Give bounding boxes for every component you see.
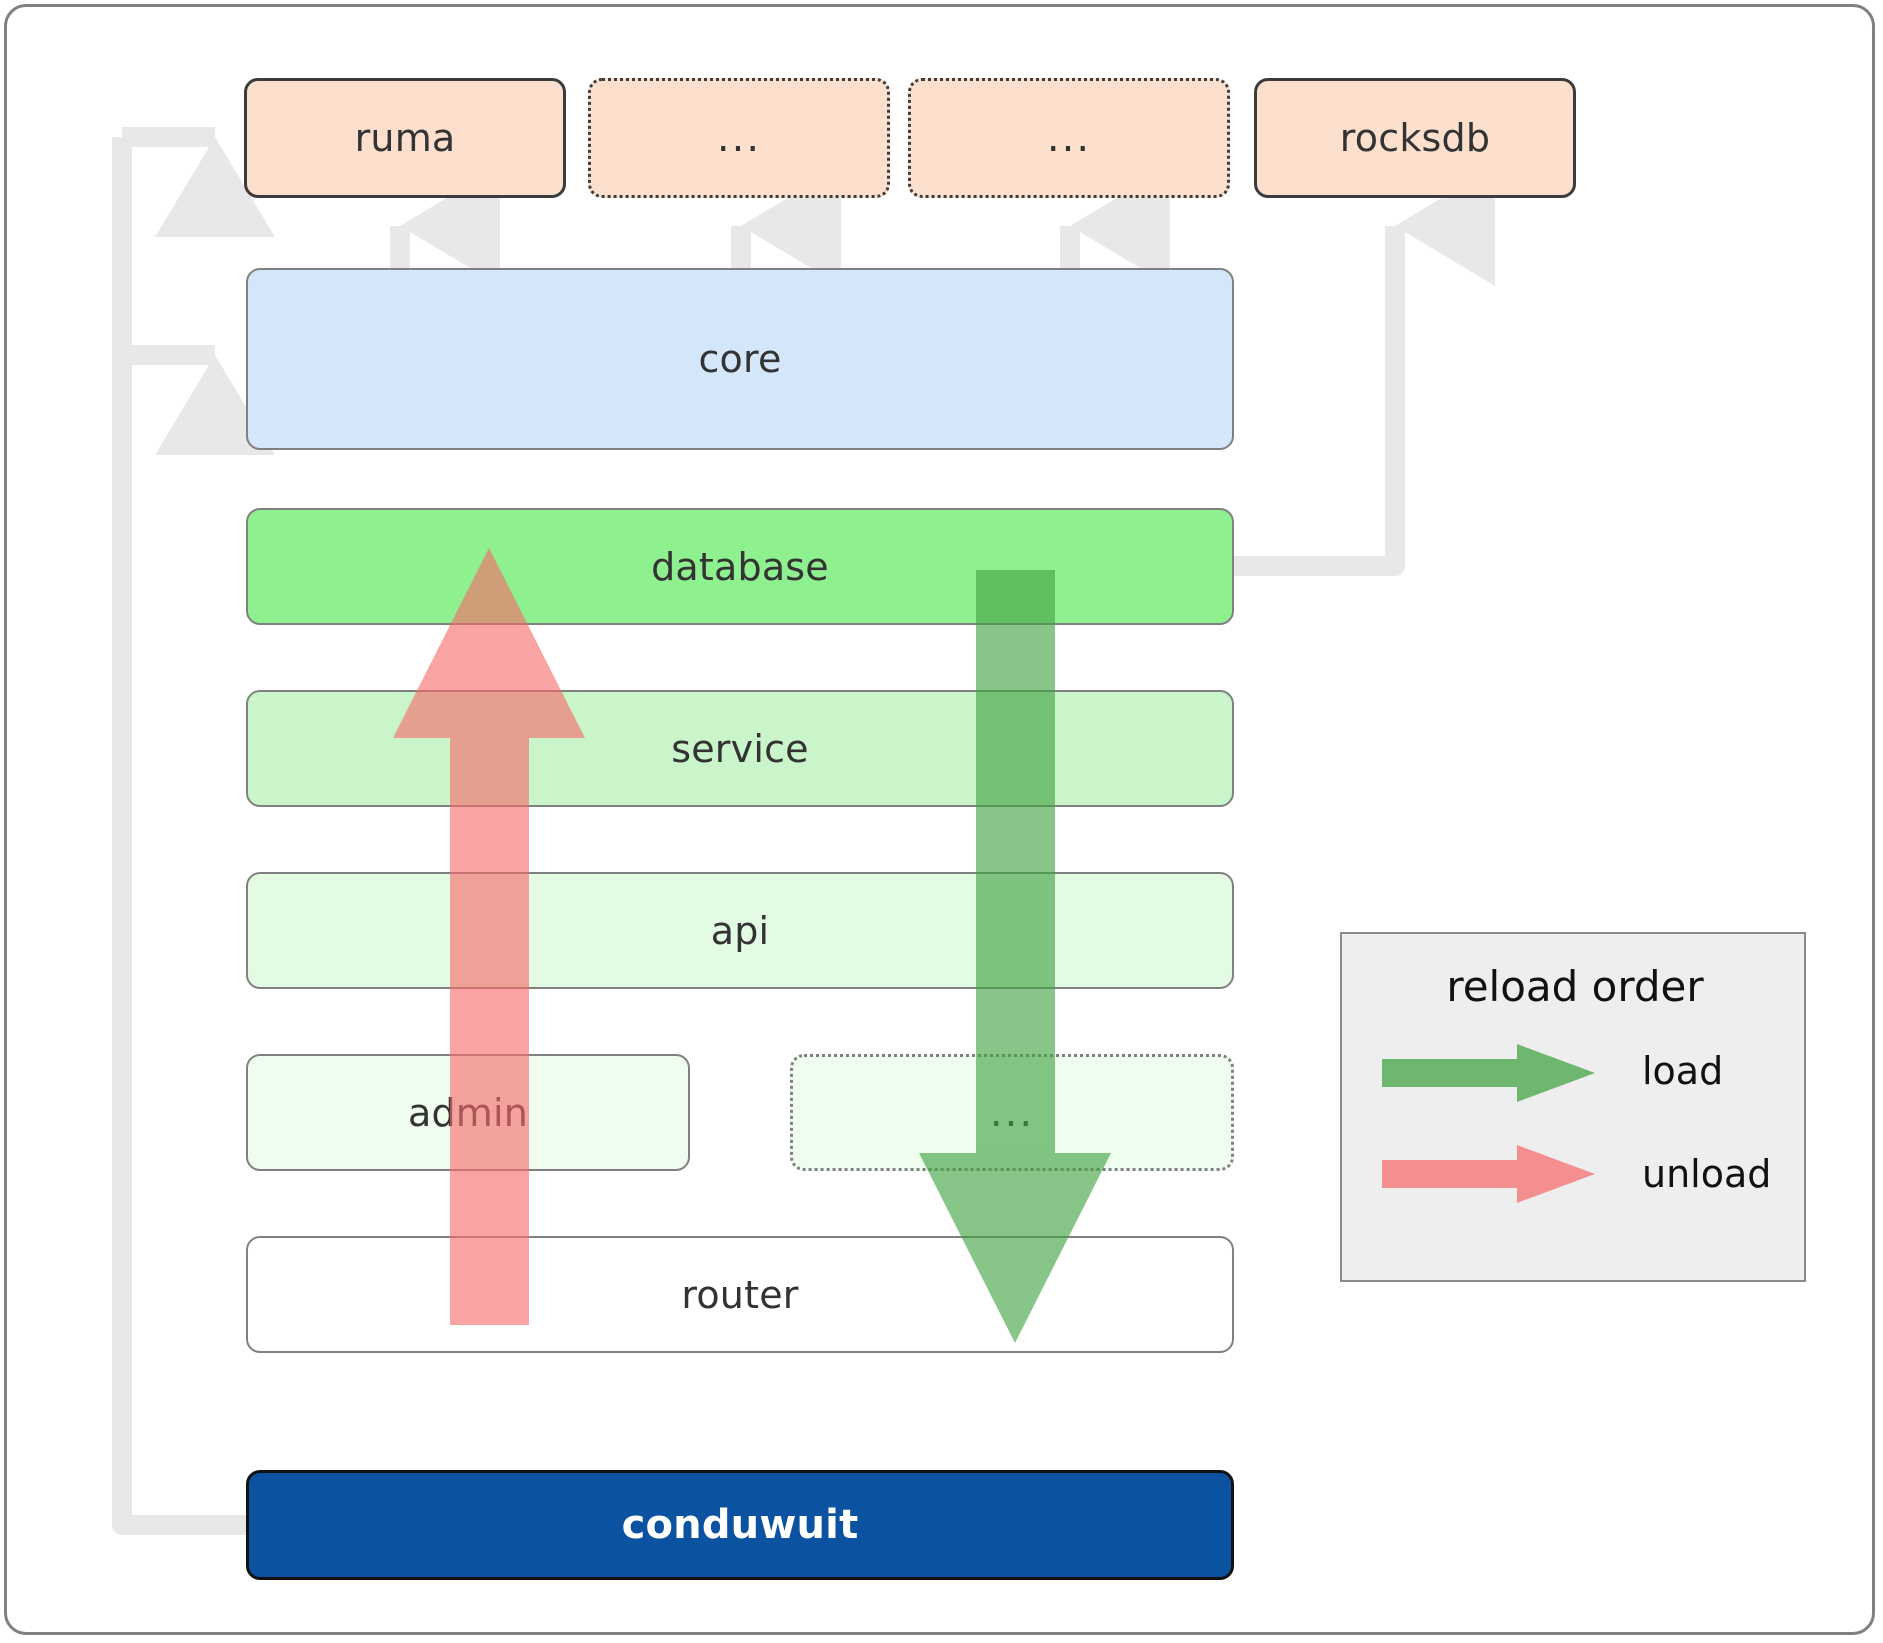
node-router[interactable]: router	[246, 1236, 1234, 1353]
legend-load-arrow	[1382, 1044, 1595, 1102]
edge-database-to-rocksdb	[1234, 166, 1495, 576]
legend-label-load: load	[1642, 1049, 1724, 1093]
node-dependency-placeholder-2[interactable]: ...	[908, 78, 1230, 198]
legend-unload-arrow	[1382, 1145, 1595, 1203]
legend-panel: reload order load unload	[1340, 932, 1806, 1282]
edge-conduwuit-to-deps	[112, 127, 275, 1535]
node-api[interactable]: api	[246, 872, 1234, 989]
legend-label-unload: unload	[1642, 1152, 1772, 1196]
unload-arrow	[393, 548, 585, 1325]
load-arrow	[919, 570, 1111, 1343]
legend-title: reload order	[1446, 962, 1704, 1011]
legend-arrow-layer	[1382, 1044, 1595, 1203]
node-database[interactable]: database	[246, 508, 1234, 625]
